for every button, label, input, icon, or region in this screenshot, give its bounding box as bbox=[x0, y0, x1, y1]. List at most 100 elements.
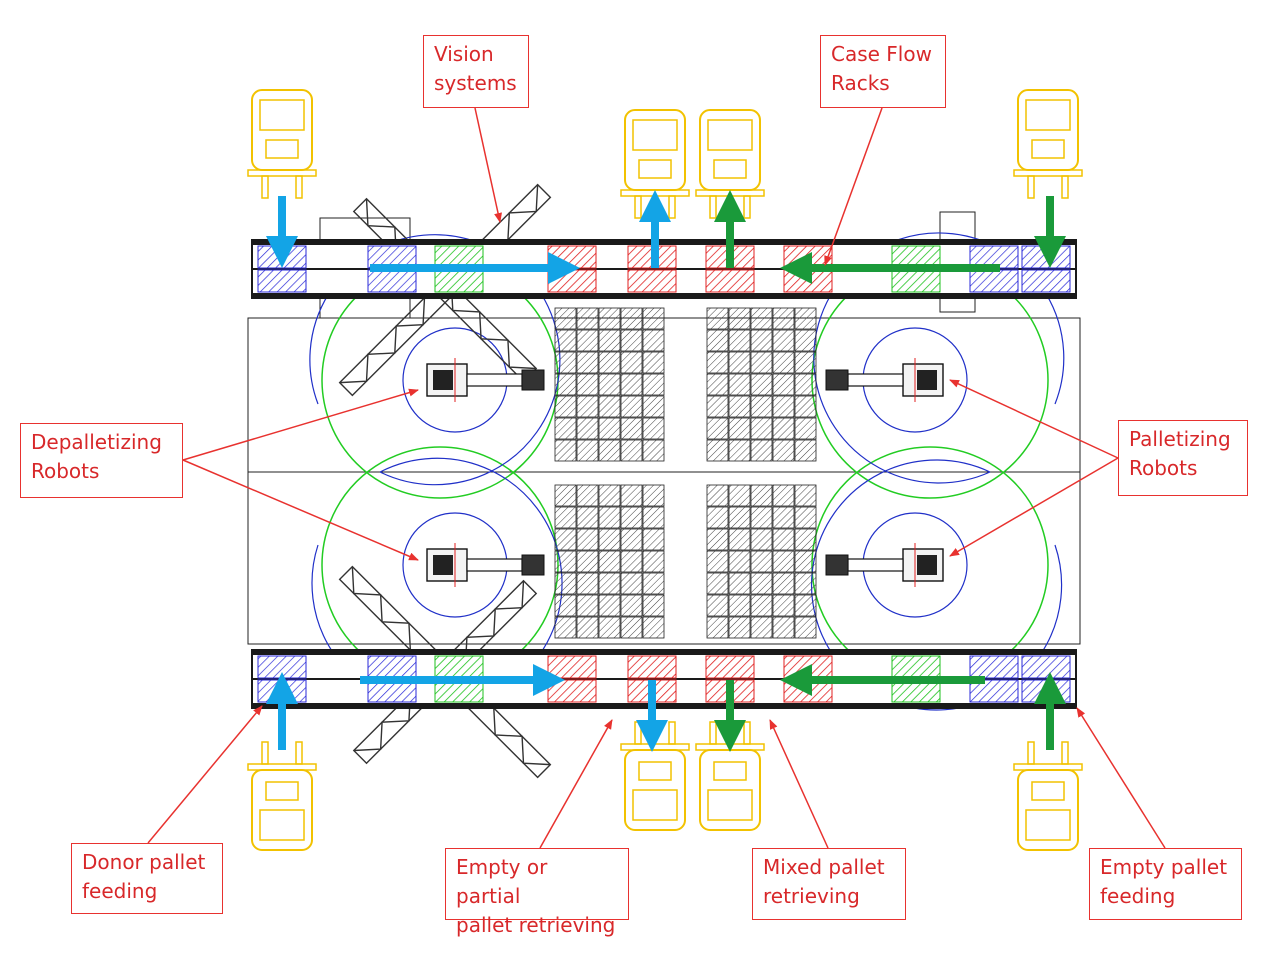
forklift-empty-top bbox=[1013, 89, 1083, 199]
forklift-fork bbox=[634, 721, 642, 745]
rack-cell bbox=[772, 439, 795, 462]
conveyor-pallet bbox=[434, 269, 484, 293]
forklift-out-top-green bbox=[695, 109, 765, 219]
robot-body bbox=[433, 370, 453, 390]
rack-cell bbox=[706, 329, 729, 352]
forklift-seat bbox=[1031, 139, 1065, 159]
rack-cell bbox=[642, 594, 665, 617]
rack-cell bbox=[750, 484, 773, 507]
forklift-fork bbox=[295, 175, 303, 199]
robot-body bbox=[433, 555, 453, 575]
rack-cell bbox=[794, 572, 817, 595]
conveyor-pallet bbox=[705, 655, 755, 679]
palletizing-robot-top bbox=[825, 358, 944, 402]
rack-cell bbox=[642, 439, 665, 462]
rack-cell bbox=[642, 373, 665, 396]
rack-cell bbox=[706, 528, 729, 551]
rack-cell bbox=[750, 594, 773, 617]
rack-cell bbox=[794, 395, 817, 418]
forklift-fork bbox=[668, 195, 676, 219]
rack-cell bbox=[598, 395, 621, 418]
rack-cell bbox=[794, 351, 817, 374]
rack-cell bbox=[576, 484, 599, 507]
rack-cell bbox=[620, 616, 643, 639]
forklift-fork bbox=[743, 195, 751, 219]
rack-cell bbox=[728, 572, 751, 595]
rack-cell bbox=[642, 329, 665, 352]
forklift-cab bbox=[259, 809, 305, 841]
forklift-fork bbox=[668, 721, 676, 745]
forklift-cab bbox=[632, 789, 678, 821]
rack-cell bbox=[728, 329, 751, 352]
case-flow-racks bbox=[554, 307, 817, 639]
rack-cell bbox=[750, 395, 773, 418]
rack-cell bbox=[576, 395, 599, 418]
rack-cell bbox=[772, 351, 795, 374]
conveyor-pallet bbox=[969, 269, 1019, 293]
rack-cell bbox=[598, 373, 621, 396]
rack-cell bbox=[728, 373, 751, 396]
rack-cell bbox=[794, 594, 817, 617]
rack-cell bbox=[772, 616, 795, 639]
rack-cell bbox=[620, 395, 643, 418]
rack-cell bbox=[728, 528, 751, 551]
rack-cell bbox=[706, 439, 729, 462]
forklift-cab bbox=[707, 119, 753, 151]
rack-cell bbox=[772, 395, 795, 418]
rack-cell bbox=[554, 329, 577, 352]
vision-systems-callout: Vision systems bbox=[423, 35, 529, 108]
rack-cell bbox=[772, 329, 795, 352]
forklift-seat bbox=[638, 761, 672, 781]
rack-cell bbox=[620, 307, 643, 330]
case-flow-racks-callout: Case Flow Racks bbox=[820, 35, 946, 108]
conveyor-pallet bbox=[1021, 269, 1071, 293]
rack-cell bbox=[598, 572, 621, 595]
rack-cell bbox=[794, 439, 817, 462]
forklift-fork bbox=[709, 721, 717, 745]
conveyor-pallet bbox=[547, 679, 597, 703]
forklift-fork bbox=[1061, 175, 1069, 199]
conveyor-pallet bbox=[1021, 655, 1071, 679]
rack-cell bbox=[706, 351, 729, 374]
rack-cell bbox=[706, 572, 729, 595]
rack-cell bbox=[554, 572, 577, 595]
rack-cell bbox=[554, 616, 577, 639]
rack-cell bbox=[706, 484, 729, 507]
forklift-fork bbox=[295, 741, 303, 765]
rack-cell bbox=[750, 550, 773, 573]
rack-cell bbox=[750, 506, 773, 529]
rack-cell bbox=[642, 351, 665, 374]
forklift-out-top-blue bbox=[620, 109, 690, 219]
rack-cell bbox=[576, 307, 599, 330]
robot-gripper bbox=[825, 369, 849, 391]
rack-cell bbox=[728, 307, 751, 330]
rack-cell bbox=[598, 506, 621, 529]
robot-gripper bbox=[825, 554, 849, 576]
rack-cell bbox=[576, 439, 599, 462]
conveyor-pallet bbox=[1021, 245, 1071, 269]
flow-arrows bbox=[266, 190, 1066, 752]
rack-cell bbox=[598, 528, 621, 551]
rack-cell bbox=[794, 329, 817, 352]
conveyor-pallet bbox=[547, 269, 597, 293]
rack-cell bbox=[598, 329, 621, 352]
mixed-pallet-retrieving-callout: Mixed pallet retrieving bbox=[752, 848, 906, 920]
rack-cell bbox=[554, 351, 577, 374]
rack-cell bbox=[750, 329, 773, 352]
rack-cell bbox=[642, 550, 665, 573]
conveyor-pallet bbox=[627, 655, 677, 679]
forklift-empty-bottom bbox=[1013, 741, 1083, 851]
rack-cell bbox=[576, 528, 599, 551]
conveyor-rail bbox=[252, 650, 1076, 655]
rack-cell bbox=[620, 373, 643, 396]
rack-cell bbox=[794, 484, 817, 507]
conveyor-rail bbox=[252, 240, 1076, 245]
robots bbox=[426, 358, 944, 587]
rack-cell bbox=[750, 528, 773, 551]
conveyor-pallet bbox=[434, 655, 484, 679]
rack-cell bbox=[750, 307, 773, 330]
rack-cell bbox=[620, 417, 643, 440]
donor-pallet-feeding-callout: Donor pallet feeding bbox=[71, 843, 223, 914]
forklift-mast bbox=[247, 169, 317, 177]
rack-cell bbox=[576, 373, 599, 396]
